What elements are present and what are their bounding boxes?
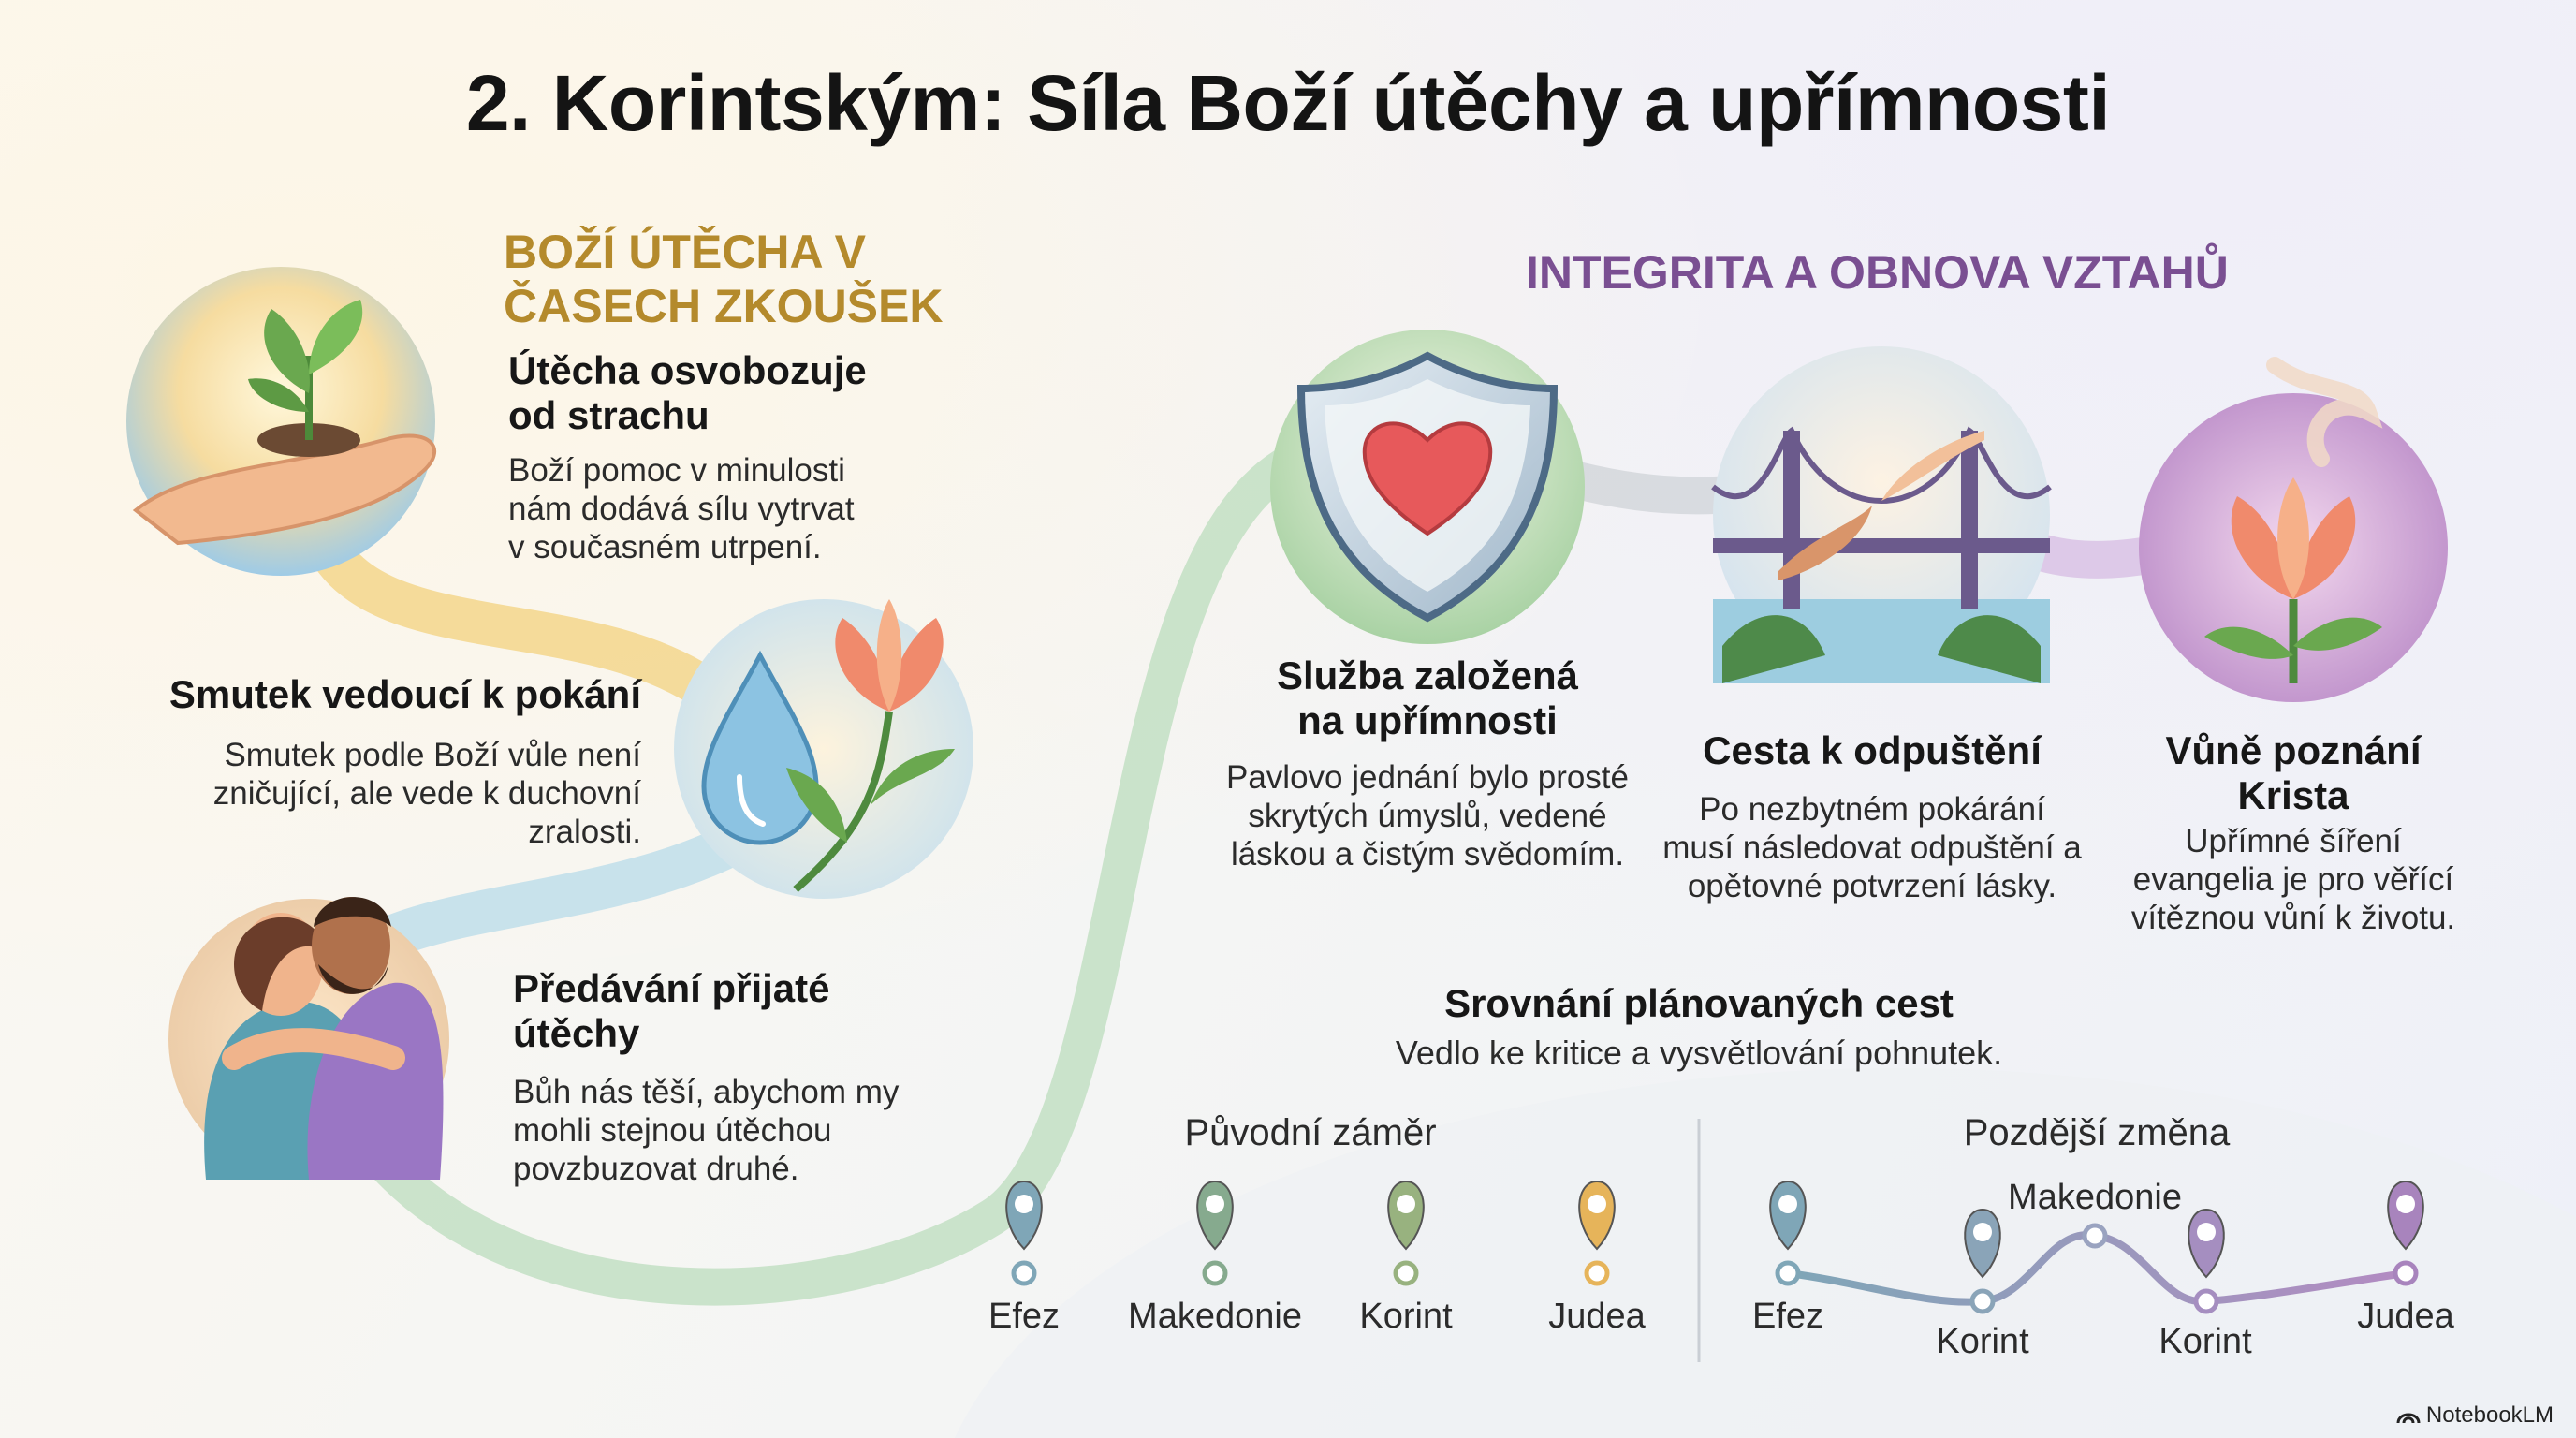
map-pin-icon [2188, 1208, 2225, 1279]
water-drop-flower-icon [674, 599, 973, 899]
shield-heart-icon [1270, 330, 1585, 644]
route-later-label: Pozdější změna [1963, 1112, 2231, 1153]
section-heading-line: BOŽÍ ÚTĚCHA V [504, 226, 867, 278]
map-pin-hole [1206, 1195, 1224, 1213]
route-maps [1005, 1180, 2424, 1314]
seedling-hand-icon [126, 267, 437, 576]
item-path-forgiveness: Cesta k odpuštění Po nezbytném pokárání … [1647, 728, 2097, 905]
route-stop-label: Makedonie [1128, 1297, 1302, 1336]
item-text: Upřímné šíření evangelia je pro věřící v… [2130, 823, 2456, 936]
item-title: Smutek vedoucí k pokání [168, 672, 641, 716]
routes-subtitle: Vedlo ke kritice a vysvětlování pohnutek… [1395, 1034, 2003, 1072]
map-pin-hole [2197, 1223, 2216, 1241]
route-stop-label: Korint [1359, 1297, 1453, 1336]
map-pin-icon [2387, 1180, 2424, 1251]
section-heading-comfort: BOŽÍ ÚTĚCHA V ČASECH ZKOUŠEK [504, 225, 990, 333]
item-text: Bůh nás těší, abychom my mohli stejnou ú… [513, 1074, 900, 1187]
item-text: Smutek podle Boží vůle není zničující, a… [212, 737, 641, 850]
route-stop-dot [1969, 1288, 1996, 1314]
route-stop-dot [1775, 1260, 1801, 1286]
page-title: 2. Korintským: Síla Boží útěchy a upřímn… [465, 59, 2111, 147]
item-title: Cesta k odpuštění [1703, 728, 2042, 772]
route-stop-label: Makedonie [2008, 1178, 2182, 1217]
map-pin-hole [1973, 1223, 1992, 1241]
route-stop-dot [1202, 1260, 1228, 1286]
map-pin-hole [1397, 1195, 1415, 1213]
route-stop-dot [1011, 1260, 1037, 1286]
map-pin-hole [1588, 1195, 1606, 1213]
map-pin-hole [1778, 1195, 1797, 1213]
item-text: Po nezbytném pokárání musí následovat od… [1662, 791, 2082, 904]
route-stop-dot [1584, 1260, 1610, 1286]
map-pin-icon [1005, 1180, 1043, 1251]
item-text: Pavlovo jednání bylo prosté skrytých úmy… [1226, 759, 1629, 873]
map-pin-icon [1964, 1208, 2001, 1279]
bridge-hands-icon [1711, 346, 2052, 683]
item-sorrow-repentance: Smutek vedoucí k pokání Smutek podle Bož… [94, 672, 641, 851]
route-stop-dot [1393, 1260, 1419, 1286]
map-pin-hole [2396, 1195, 2415, 1213]
route-stop-label: Korint [2159, 1322, 2252, 1361]
embrace-icon [168, 897, 449, 1180]
map-pin-icon [1578, 1180, 1616, 1251]
route-stop-label: Judea [2357, 1297, 2454, 1336]
route-stop-dot [2082, 1223, 2108, 1249]
route-stop-label: Judea [1548, 1297, 1646, 1336]
brand-name: NotebookLM [2425, 1402, 2554, 1428]
routes-heading: Srovnání plánovaných cest Vedlo ke kriti… [1273, 981, 2125, 1072]
section-heading-line: ČASECH ZKOUŠEK [504, 280, 944, 332]
route-stop-dot [2193, 1288, 2219, 1314]
route-stop-label: Korint [1936, 1322, 2029, 1361]
route-original-label: Původní záměr [1184, 1112, 1437, 1153]
map-pin-icon [1769, 1180, 1807, 1251]
routes-title: Srovnání plánovaných cest [1444, 981, 1954, 1025]
map-pin-icon [1196, 1180, 1234, 1251]
map-pin-hole [1015, 1195, 1033, 1213]
route-stop-dot [2393, 1260, 2419, 1286]
notebooklm-icon [2396, 1413, 2421, 1424]
map-pin-icon [1387, 1180, 1425, 1251]
fragrant-flower-icon [2139, 357, 2448, 702]
item-text: Boží pomoc v minulosti nám dodává sílu v… [508, 452, 855, 565]
route-stop-label: Efez [988, 1297, 1061, 1336]
route-stop-label: Efez [1751, 1297, 1824, 1336]
section-heading-integrity: INTEGRITA A OBNOVA VZTAHŮ [1526, 246, 2229, 299]
brand-logo: NotebookLM [2396, 1402, 2554, 1429]
